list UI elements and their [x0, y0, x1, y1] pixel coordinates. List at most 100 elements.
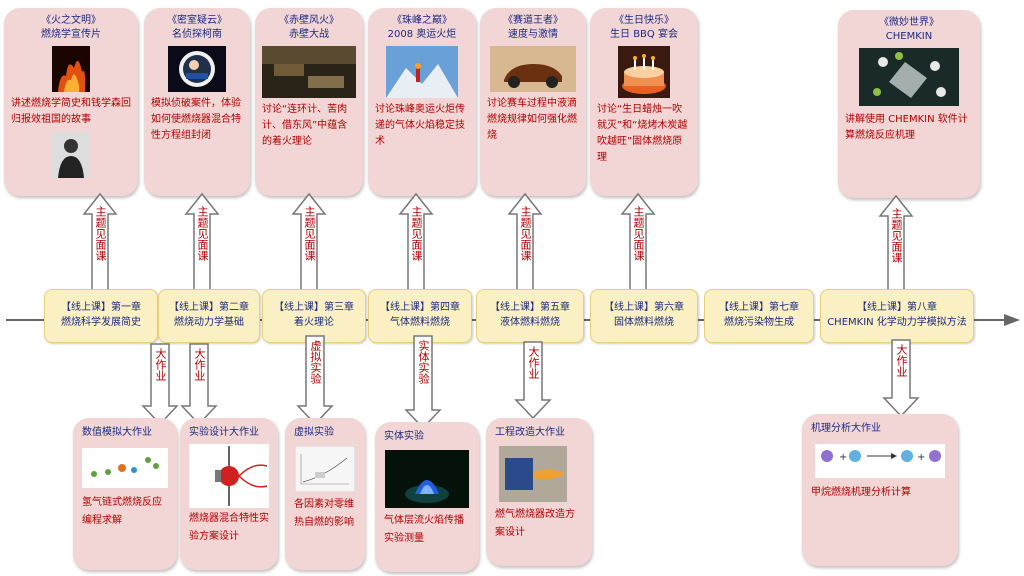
project-title: 虚拟实验: [294, 427, 334, 438]
chapter-title: 着火理论: [294, 317, 334, 328]
up-arrow-label: 主题见面课: [410, 206, 423, 261]
svg-text:+: +: [917, 452, 925, 463]
topic-subtitle: 燃烧学宣传片: [41, 29, 101, 40]
project-desc: 各因素对零维热自燃的影响: [294, 499, 354, 528]
detective-image: [168, 46, 226, 92]
torch-image: [386, 46, 458, 98]
project-title: 工程改造大作业: [495, 427, 565, 438]
project-title: 数值模拟大作业: [82, 427, 152, 438]
up-arrow-6: 主题见面课: [620, 192, 656, 292]
project-box-mechanism-analysis: 机理分析大作业 + + 甲烷燃烧机理分析计算: [802, 414, 958, 566]
down-arrow-8: 大作业: [882, 338, 920, 418]
topic-title: 《生日快乐》: [614, 15, 674, 26]
project-box-physical-experiment: 实体实验 气体层流火焰传播实验测量: [375, 422, 479, 572]
project-desc: 氢气链式燃烧反应编程求解: [82, 497, 162, 526]
chapter-title: 固体燃料燃烧: [614, 317, 674, 328]
chapter-label: 【线上课】第八章: [857, 302, 937, 313]
chapter-title: 气体燃料燃烧: [390, 317, 450, 328]
chapter-title: 液体燃料燃烧: [500, 317, 560, 328]
topic-desc: 讨论“连环计、苦肉计、借东风”中蕴含的着火理论: [262, 104, 348, 147]
chapter-6[interactable]: 【线上课】第六章 固体燃料燃烧: [590, 289, 698, 343]
chapter-title: 燃烧科学发展简史: [61, 317, 141, 328]
topic-title: 《密室疑云》: [167, 15, 227, 26]
topic-title: 《火之文明》: [41, 15, 101, 26]
up-arrow-8: 主题见面课: [878, 194, 914, 292]
topic-subtitle: 速度与激情: [508, 29, 558, 40]
up-arrow-5: 主题见面课: [507, 192, 543, 292]
up-arrow-label: 主题见面课: [94, 206, 107, 261]
down-arrow-label: 大作业: [193, 348, 206, 381]
project-desc: 燃气燃烧器改造方案设计: [495, 509, 575, 538]
topic-box-locked-room: 《密室疑云》 名侦探柯南 模拟侦破案件，体验如何使燃烧器混合特性方程组封闭: [144, 8, 250, 196]
chapter-2[interactable]: 【线上课】第二章 燃烧动力学基础: [158, 289, 260, 343]
topic-box-everest-peak: 《珠峰之巅》 2008 奥运火炬 讨论珠峰奥运火炬传递的气体火焰稳定技术: [368, 8, 476, 196]
project-box-experiment-design: 实验设计大作业 燃烧器混合特性实验方案设计: [180, 418, 278, 570]
topic-box-fire-civilization: 《火之文明》 燃烧学宣传片 讲述燃烧学简史和钱学森回归报效祖国的故事: [4, 8, 138, 196]
project-box-engineering: 工程改造大作业 燃气燃烧器改造方案设计: [486, 418, 592, 566]
chapter-7[interactable]: 【线上课】第七章 燃烧污染物生成: [704, 289, 814, 343]
project-desc: 燃烧器混合特性实验方案设计: [189, 513, 269, 542]
cake-image: [618, 46, 670, 98]
down-arrow-1: 大作业: [141, 342, 179, 426]
chapter-5[interactable]: 【线上课】第五章 液体燃料燃烧: [476, 289, 584, 343]
topic-title: 《微妙世界》: [879, 17, 939, 28]
project-title: 实验设计大作业: [189, 427, 259, 438]
virtual-lab-screenshot: [295, 446, 355, 492]
chapter-label: 【线上课】第四章: [380, 302, 460, 313]
reaction-diagram-image: [82, 448, 168, 488]
down-arrow-label: 大作业: [154, 348, 167, 381]
up-arrow-label: 主题见面课: [303, 206, 316, 261]
chapter-title: CHEMKIN 化学动力学模拟方法: [827, 317, 967, 328]
down-arrow-label: 大作业: [527, 346, 540, 379]
flame-photo: [385, 450, 469, 508]
topic-desc: 模拟侦破案件，体验如何使燃烧器混合特性方程组封闭: [151, 98, 241, 141]
topic-subtitle: 赤壁大战: [289, 29, 329, 40]
project-title: 机理分析大作业: [811, 423, 881, 434]
project-desc: 甲烷燃烧机理分析计算: [811, 487, 911, 498]
down-arrow-real: 实体实验: [404, 334, 442, 430]
chapter-1[interactable]: 【线上课】第一章 燃烧科学发展简史: [44, 289, 158, 343]
svg-text:+: +: [839, 452, 847, 463]
chapter-label: 【线上课】第一章: [61, 302, 141, 313]
reaction-equation-image: + +: [815, 444, 945, 478]
down-arrow-2: 大作业: [180, 342, 218, 426]
chapter-label: 【线上课】第六章: [604, 302, 684, 313]
chapter-8[interactable]: 【线上课】第八章 CHEMKIN 化学动力学模拟方法: [820, 289, 974, 343]
project-desc: 气体层流火焰传播实验测量: [384, 515, 464, 544]
up-arrow-3: 主题见面课: [291, 192, 327, 292]
chapter-title: 燃烧动力学基础: [174, 317, 244, 328]
topic-desc: 讨论“生日蜡烛一吹就灭”和“烧烤木炭越吹越旺”固体燃烧原理: [597, 104, 688, 163]
down-arrow-label: 实体实验: [417, 340, 430, 384]
burner-schematic-image: [189, 444, 269, 508]
up-arrow-2: 主题见面课: [184, 192, 220, 292]
topic-title: 《赛道王者》: [503, 15, 563, 26]
battle-image: [262, 46, 356, 98]
topic-subtitle: 2008 奥运火炬: [387, 29, 457, 40]
topic-box-happy-birthday: 《生日快乐》 生日 BBQ 宴会 讨论“生日蜡烛一吹就灭”和“烧烤木炭越吹越旺”…: [590, 8, 698, 196]
down-arrow-virtual: 虚拟实验: [296, 334, 334, 426]
fire-image: [52, 46, 90, 92]
chapter-label: 【线上课】第三章: [274, 302, 354, 313]
chapter-3[interactable]: 【线上课】第三章 着火理论: [262, 289, 366, 343]
down-arrow-5: 大作业: [514, 340, 552, 420]
topic-box-micro-world: 《微妙世界》 CHEMKIN 讲解使用 CHEMKIN 软件计算燃烧反应机理: [838, 10, 980, 198]
up-arrow-4: 主题见面课: [398, 192, 434, 292]
chapter-label: 【线上课】第二章: [169, 302, 249, 313]
topic-desc: 讨论珠峰奥运火炬传递的气体火焰稳定技术: [375, 104, 465, 147]
up-arrow-1: 主题见面课: [82, 192, 118, 292]
project-title: 实体实验: [384, 431, 424, 442]
molecule-image: [859, 48, 959, 106]
chapter-title: 燃烧污染物生成: [724, 317, 794, 328]
topic-subtitle: 生日 BBQ 宴会: [610, 29, 678, 40]
topic-desc: 讲解使用 CHEMKIN 软件计算燃烧反应机理: [845, 114, 968, 141]
topic-subtitle: CHEMKIN: [885, 31, 933, 42]
portrait-image: [52, 132, 90, 178]
topic-box-track-king: 《赛道王者》 速度与激情 讨论赛车过程中液滴燃烧规律如何强化燃烧: [480, 8, 586, 196]
project-box-virtual-experiment: 虚拟实验 各因素对零维热自燃的影响: [285, 418, 365, 570]
up-arrow-label: 主题见面课: [890, 208, 903, 263]
down-arrow-label: 大作业: [895, 344, 908, 377]
chapter-label: 【线上课】第七章: [719, 302, 799, 313]
project-box-numerical-simulation: 数值模拟大作业 氢气链式燃烧反应编程求解: [73, 418, 177, 570]
up-arrow-label: 主题见面课: [632, 206, 645, 261]
topic-title: 《珠峰之巅》: [392, 15, 452, 26]
